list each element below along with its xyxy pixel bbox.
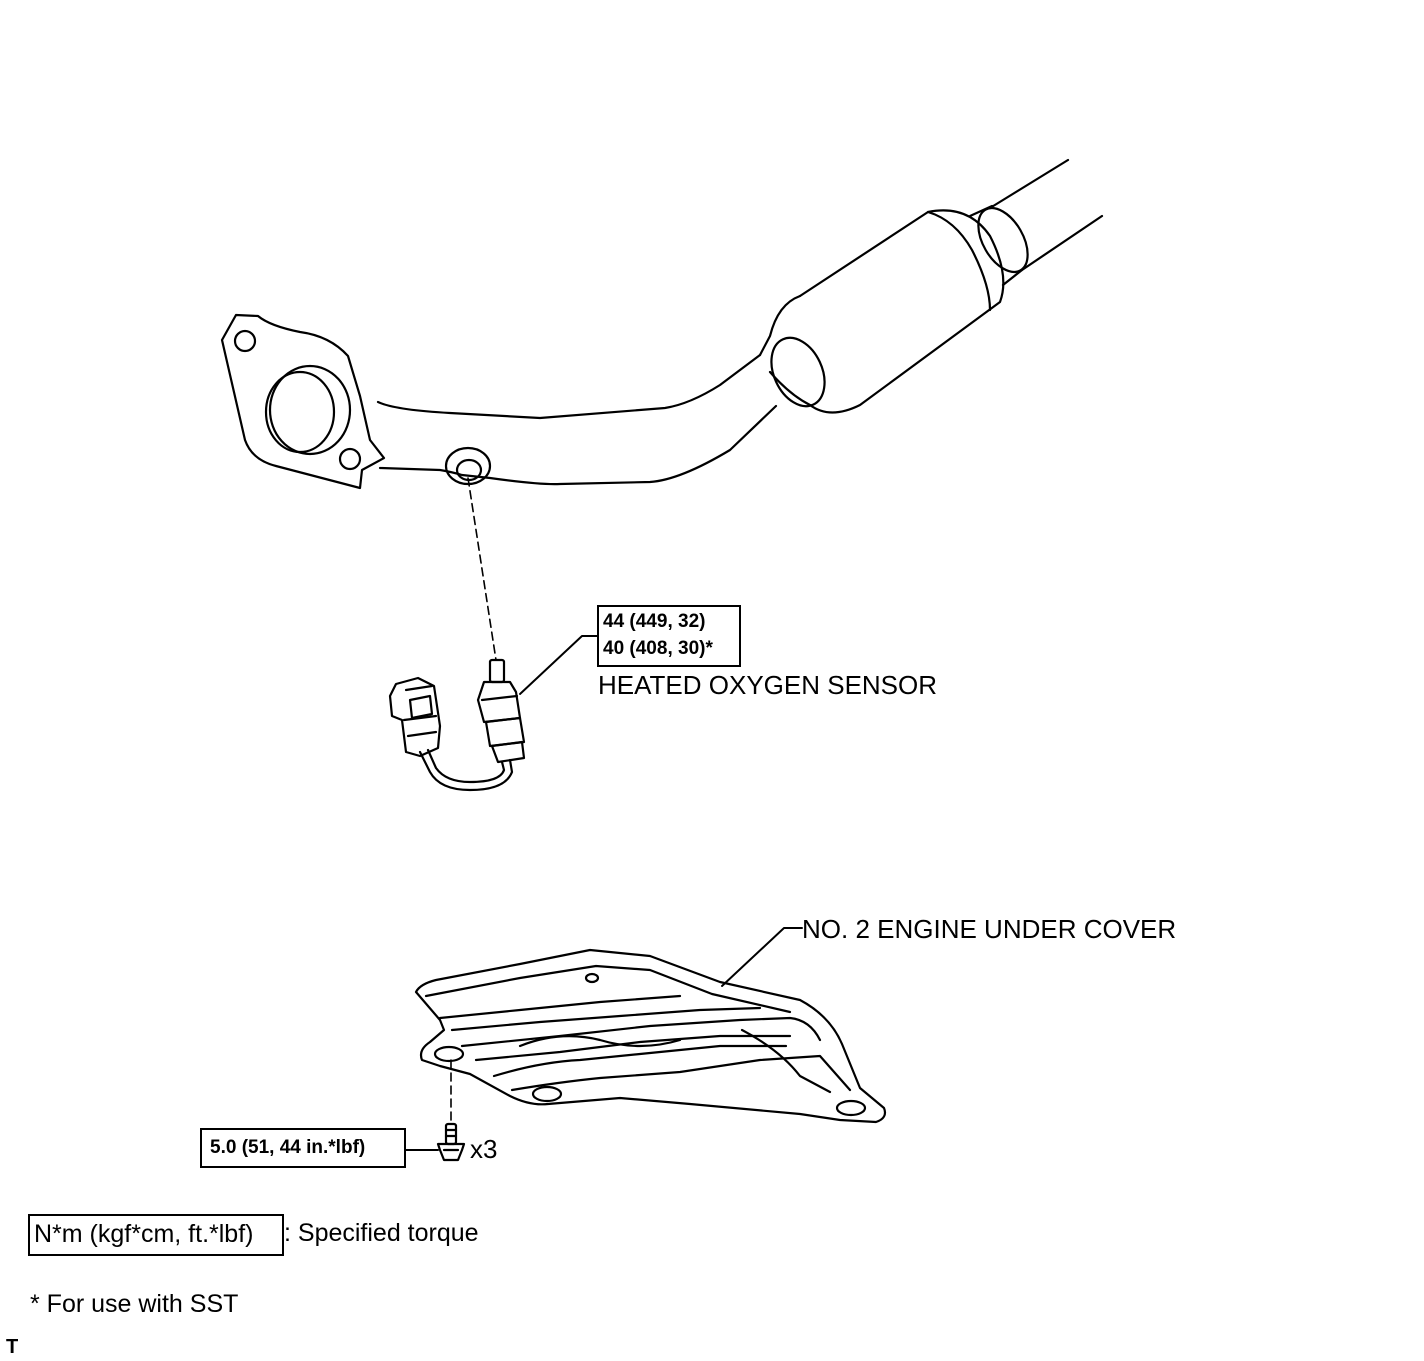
- bolt-torque-box: 5.0 (51, 44 in.*lbf): [200, 1128, 406, 1168]
- exhaust-pipe-drawing: [220, 158, 1104, 490]
- cover-leader: [721, 927, 803, 987]
- corner-mark: T: [6, 1336, 19, 1358]
- legend-torque-units: N*m (kgf*cm, ft.*lbf): [34, 1220, 254, 1248]
- oxygen-sensor-drawing: [388, 658, 526, 792]
- sensor-torque-line1: 44 (449, 32): [603, 611, 706, 632]
- bolt-icon: [436, 1122, 466, 1162]
- cover-label: NO. 2 ENGINE UNDER COVER: [802, 914, 1177, 944]
- legend-torque-desc: : Specified torque: [284, 1219, 479, 1247]
- sensor-install-line: [467, 477, 497, 661]
- bolt-torque-value: 5.0 (51, 44 in.*lbf): [210, 1137, 366, 1158]
- sensor-torque-line2: 40 (408, 30)*: [603, 638, 713, 659]
- sensor-torque-box: 44 (449, 32) 40 (408, 30)*: [597, 605, 741, 667]
- under-cover-drawing: [414, 948, 887, 1124]
- sensor-leader: [519, 635, 599, 695]
- bolt-quantity: x3: [470, 1134, 498, 1164]
- sensor-label: HEATED OXYGEN SENSOR: [598, 670, 938, 700]
- legend-torque-units-box: N*m (kgf*cm, ft.*lbf): [28, 1214, 284, 1256]
- sst-note: * For use with SST: [30, 1290, 239, 1318]
